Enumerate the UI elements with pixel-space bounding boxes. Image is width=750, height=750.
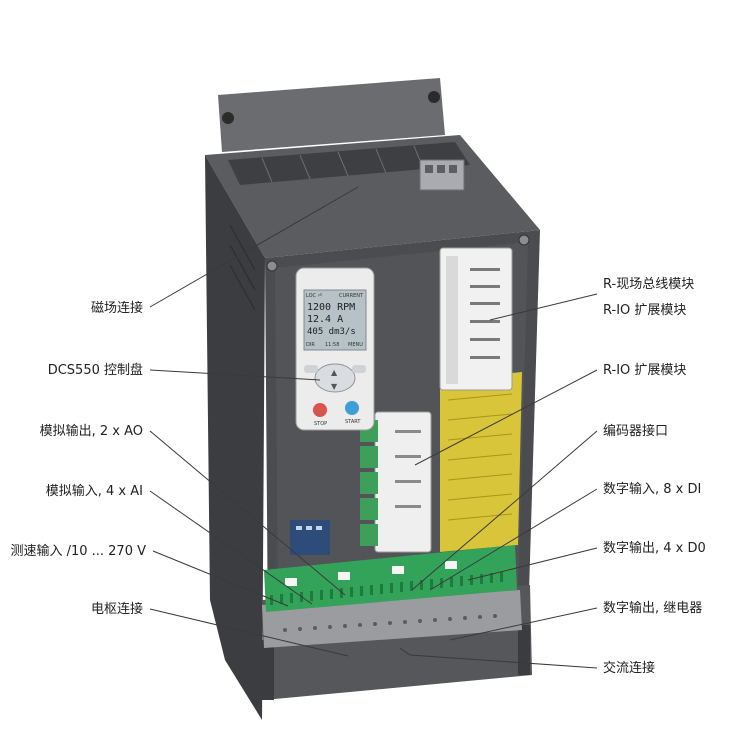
encoder-board	[290, 520, 330, 555]
warning-label	[440, 372, 522, 552]
callout-analog-input: 模拟输入, 4 x AI	[46, 483, 143, 499]
lcd-top-left: LOC ⏎	[306, 293, 322, 299]
callout-digital-output: 数字输出, 4 x D0	[603, 540, 706, 556]
callouts-right: R-现场总线模块 R-IO 扩展模块 R-IO 扩展模块 编码器接口 数字输入,…	[603, 277, 706, 676]
lcd-top-right: CURRENT	[339, 293, 364, 299]
callout-fieldbus-module: R-现场总线模块	[603, 277, 694, 292]
lcd-bottom-right: MENU	[348, 342, 363, 348]
callouts-left: 磁场连接 DCS550 控制盘 模拟输出, 2 x AO 模拟输入, 4 x A…	[10, 300, 146, 617]
terminal-strip	[264, 545, 517, 612]
side-vents	[229, 224, 256, 311]
callout-io-extension-1: R-IO 扩展模块	[603, 303, 686, 318]
control-panel: LOC ⏎ CURRENT 1200 RPM 12.4 A 405 dm3/s …	[295, 267, 375, 431]
nav-pad	[314, 363, 356, 393]
start-label: START	[345, 419, 361, 425]
down-arrow-icon: ▼	[331, 382, 338, 391]
callout-control-panel: DCS550 控制盘	[48, 362, 143, 378]
leader-lines-right	[399, 293, 598, 669]
callout-analog-output: 模拟输出, 2 x AO	[40, 423, 143, 439]
stop-button-icon	[313, 403, 327, 417]
lcd-bottom-mid: 11:58	[325, 342, 339, 348]
mounting-bracket-top	[218, 78, 445, 152]
callout-digital-input: 数字输入, 8 x DI	[603, 481, 701, 497]
callout-encoder-interface: 编码器接口	[603, 423, 668, 439]
lcd-display	[303, 289, 367, 351]
leader-lines-left	[149, 186, 359, 657]
start-button-icon	[345, 401, 359, 415]
fieldbus-module	[439, 247, 513, 391]
lcd-bottom-left: DIR	[306, 342, 315, 348]
lcd-line-2: 12.4 A	[307, 314, 343, 325]
callout-armature-connection: 电枢连接	[91, 601, 143, 617]
callout-tacho-input: 测速输入 /10 ... 270 V	[10, 543, 146, 559]
callout-field-connection: 磁场连接	[91, 300, 143, 316]
callout-ac-connection: 交流连接	[603, 660, 655, 676]
lcd-line-3: 405 dm3/s	[307, 327, 356, 337]
stop-label: STOP	[314, 421, 327, 427]
lcd-line-1: 1200 RPM	[307, 302, 355, 313]
io-extension-module	[360, 411, 432, 553]
callout-io-extension-2: R-IO 扩展模块	[603, 363, 686, 378]
left-softkey	[304, 365, 318, 373]
right-softkey	[352, 365, 366, 373]
callout-relay-output: 数字输出, 继电器	[603, 600, 702, 616]
up-arrow-icon: ▲	[331, 368, 338, 377]
top-terminal-block	[419, 159, 465, 191]
